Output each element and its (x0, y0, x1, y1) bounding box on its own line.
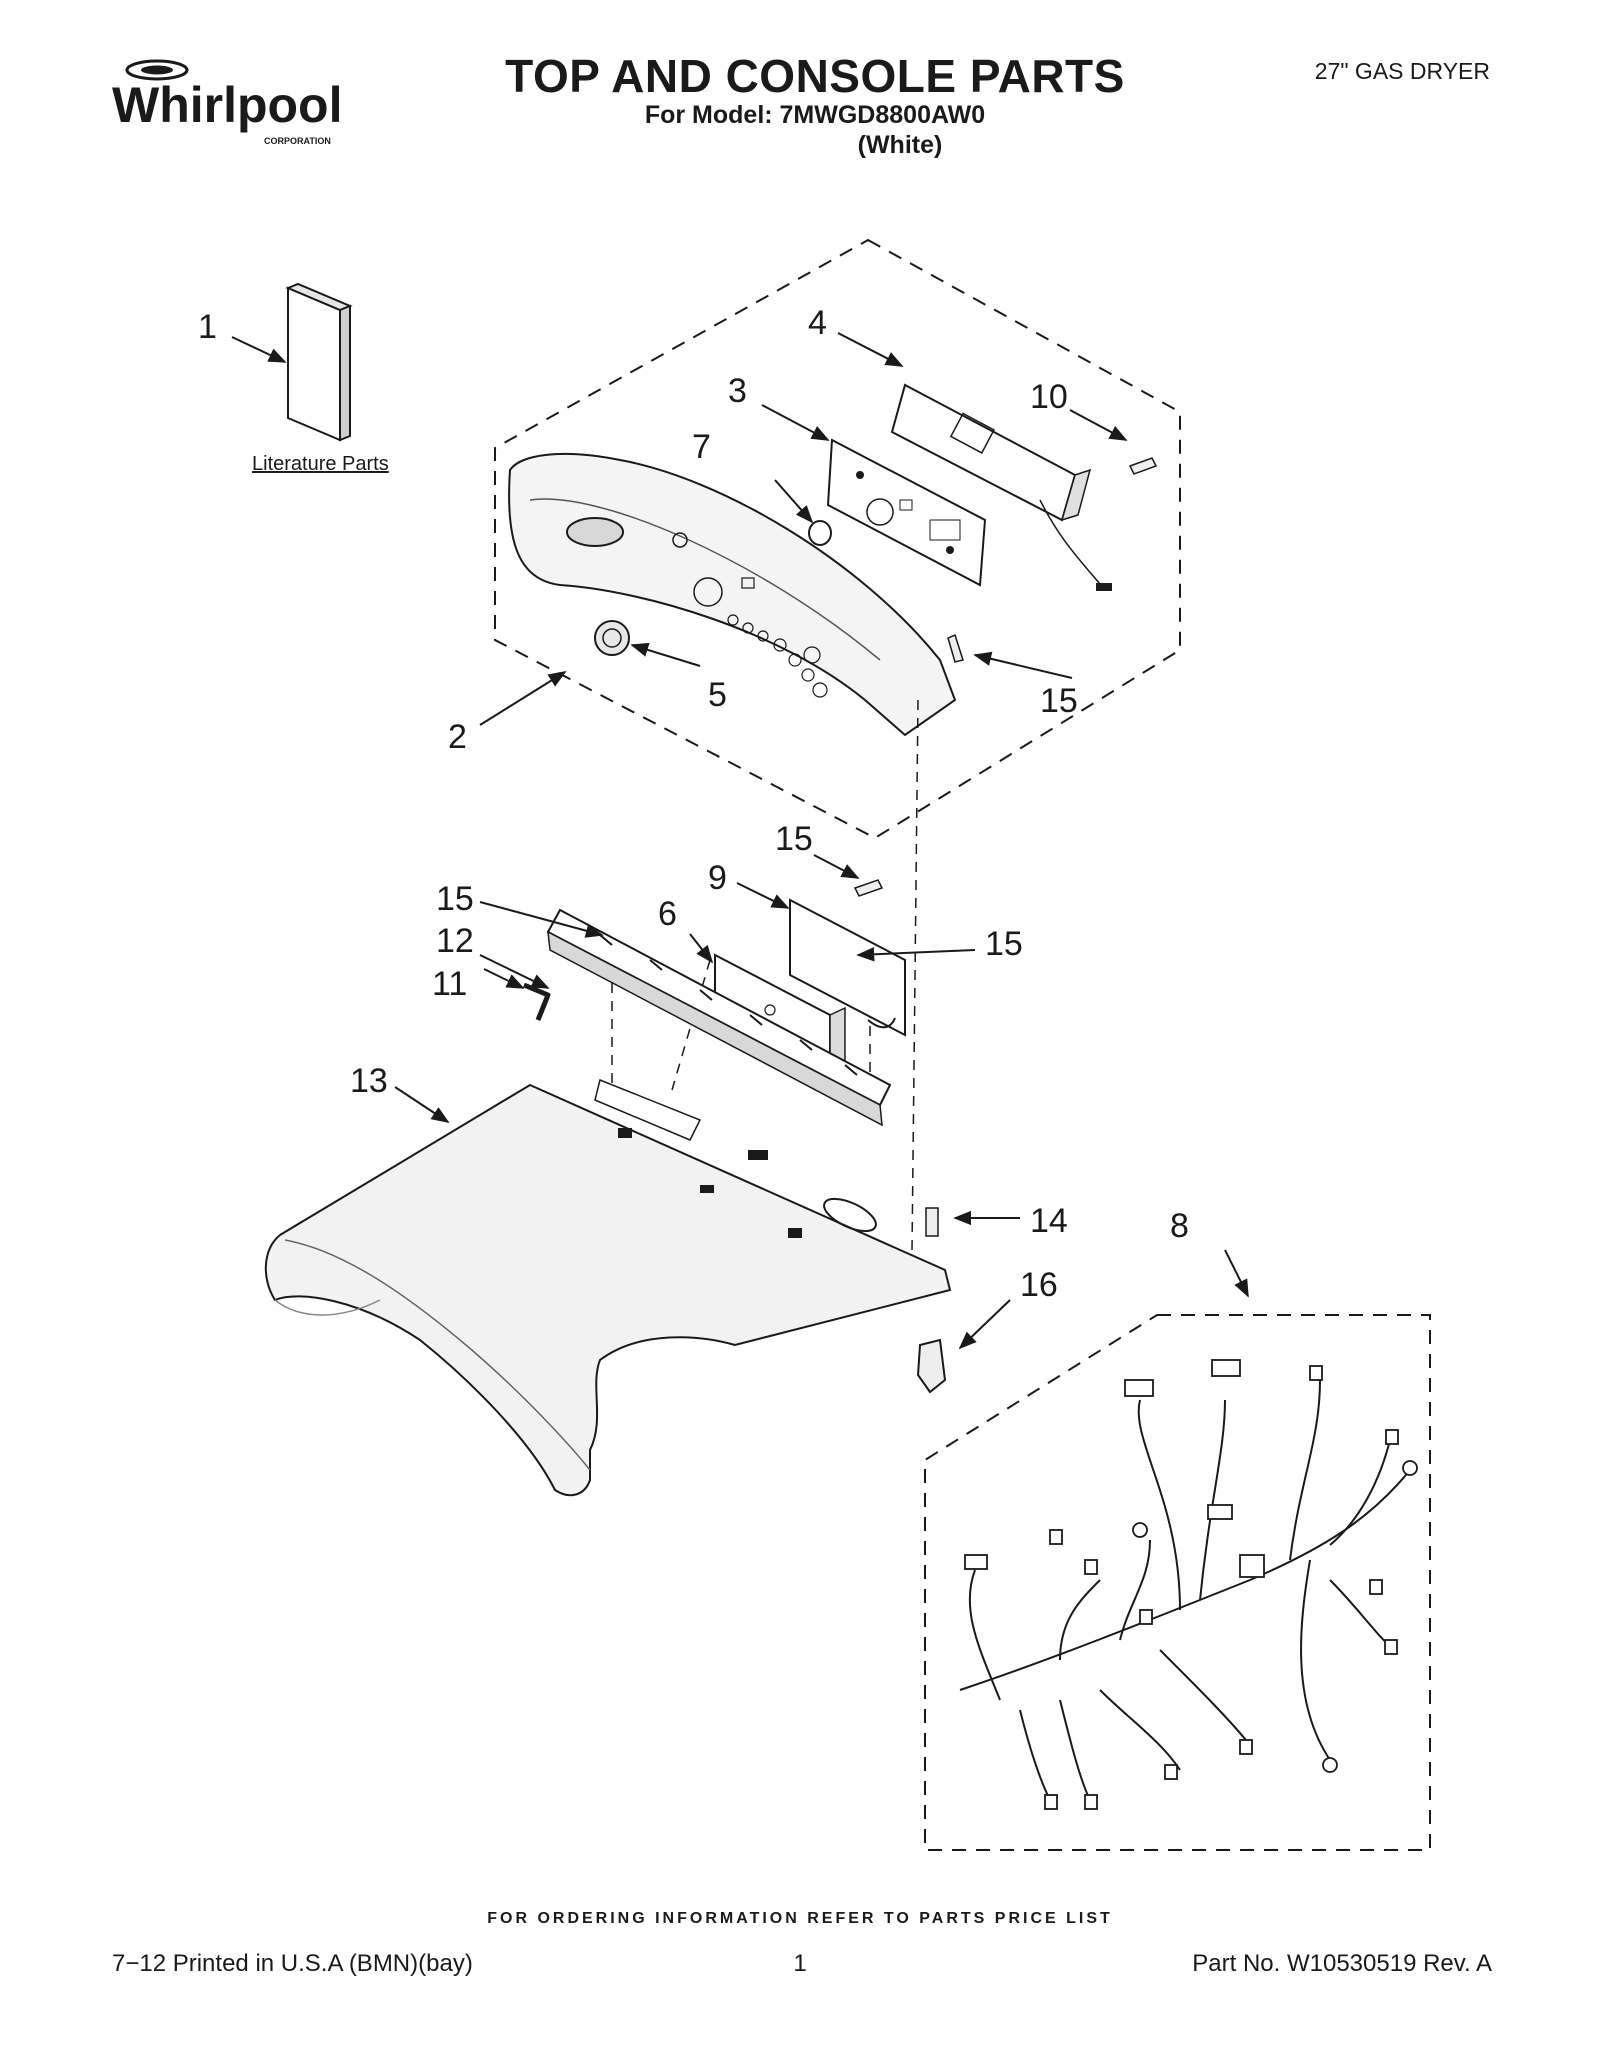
screw-15-console (947, 633, 964, 663)
electronic-control-board (826, 438, 987, 587)
callout-5: 5 (708, 676, 727, 714)
clip (916, 1338, 947, 1394)
wire-harness (959, 1379, 1411, 1801)
callout-16: 16 (1020, 1266, 1058, 1304)
page-number: 1 (793, 1950, 807, 1977)
callout-6: 6 (658, 895, 677, 933)
callout-15-bracket: 15 (775, 820, 813, 858)
callout-9: 9 (708, 859, 727, 897)
document-part-number: Part No. W10530519 Rev. A (1192, 1950, 1492, 1977)
callout-15-console: 15 (1040, 682, 1078, 720)
callout-3: 3 (728, 372, 747, 410)
dryer-top (264, 1078, 952, 1497)
callout-14: 14 (1030, 1202, 1068, 1240)
screw-10 (1128, 457, 1158, 475)
model-number: For Model: 7MWGD8800AW0 (644, 101, 986, 129)
callout-arrows (231, 332, 1249, 1350)
selector-knob (594, 620, 630, 656)
o-ring (808, 520, 832, 546)
callout-12: 12 (436, 922, 474, 960)
svg-text:CORPORATION: CORPORATION (264, 136, 331, 146)
callout-15-mount: 15 (985, 925, 1023, 963)
harness-connectors (964, 1359, 1418, 1810)
harness-group-boundary (924, 1314, 1431, 1851)
whirlpool-logo: Whirlpool CORPORATION (112, 59, 343, 146)
literature-parts-label: Literature Parts (252, 453, 389, 475)
console-panel (508, 452, 957, 737)
hex-key (523, 982, 551, 1021)
product-type: 27" GAS DRYER (1314, 58, 1490, 84)
callout-7: 7 (692, 428, 711, 466)
literature-booklet (285, 282, 353, 442)
callout-13: 13 (350, 1062, 388, 1100)
mounting-bracket (789, 898, 906, 1037)
callout-4: 4 (808, 304, 827, 342)
page-title: TOP AND CONSOLE PARTS (505, 50, 1125, 102)
ordering-note: FOR ORDERING INFORMATION REFER TO PARTS … (487, 1910, 1113, 1927)
screw-14 (925, 1207, 939, 1237)
callout-11: 11 (432, 965, 467, 1003)
console-group-boundary (494, 238, 1181, 840)
callout-1: 1 (198, 308, 217, 346)
svg-text:Whirlpool: Whirlpool (112, 77, 343, 133)
print-info: 7−12 Printed in U.S.A (BMN)(bay) (112, 1950, 473, 1977)
callout-15-rail: 15 (436, 880, 474, 918)
callout-2: 2 (448, 718, 467, 756)
screw-15-bracket (853, 879, 884, 897)
console-rail (546, 908, 892, 1127)
callout-8: 8 (1170, 1207, 1189, 1245)
model-color: (White) (857, 131, 943, 159)
control-housing (890, 383, 1112, 591)
callout-10: 10 (1030, 378, 1068, 416)
